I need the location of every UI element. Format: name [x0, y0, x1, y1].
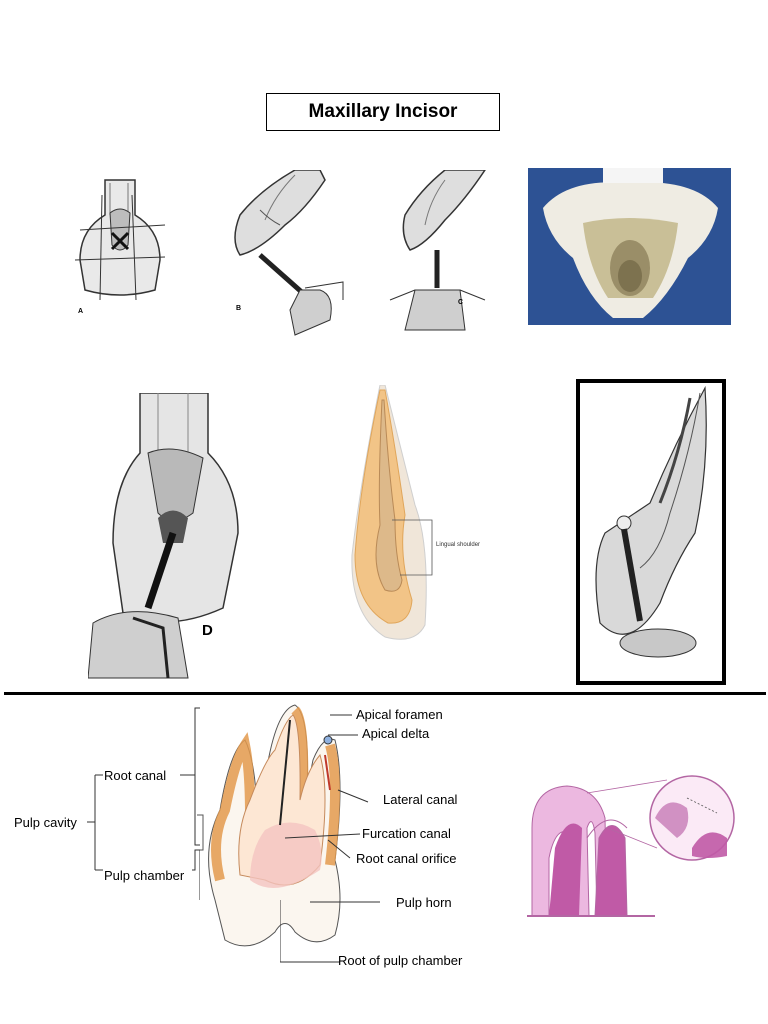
anatomy-leader-lines: [280, 714, 380, 963]
label-lateral-canal: Lateral canal: [383, 792, 458, 807]
figure-d-access-preparation: [88, 393, 239, 679]
figure-c-letter: C: [458, 299, 464, 306]
label-root-canal-orifice: Root canal orifice: [356, 851, 457, 866]
canal-magnification-diagram: [527, 775, 735, 917]
lingual-shoulder-label: Lingual shoulder: [436, 542, 481, 548]
pulp-cavity-brackets: [87, 707, 200, 900]
figure-a-letter: A: [78, 308, 84, 315]
label-furcation-canal: Furcation canal: [362, 826, 451, 841]
pulp-anatomy-diagram: [197, 704, 341, 947]
figure-b-bur-entry: [234, 170, 344, 336]
page-title: Maxillary Incisor: [266, 93, 500, 131]
label-pulp-horn: Pulp horn: [396, 895, 452, 910]
figure-d-letter: D: [202, 622, 213, 639]
figure-a-access-outline: [74, 179, 166, 301]
label-root-of-pulp-chamber: Root of pulp chamber: [338, 953, 463, 968]
section-divider: [4, 692, 766, 695]
lingual-shoulder-section: [351, 385, 433, 640]
label-apical-foramen: Apical foramen: [356, 707, 443, 722]
figure-c-bur-vertical: [389, 170, 486, 331]
label-pulp-chamber: Pulp chamber: [104, 868, 185, 883]
label-apical-delta: Apical delta: [362, 726, 430, 741]
access-cavity-photo: [528, 168, 731, 325]
label-pulp-cavity: Pulp cavity: [14, 815, 77, 830]
framed-incisor-sketch: [576, 379, 726, 685]
label-root-canal: Root canal: [104, 768, 167, 783]
figure-b-letter: B: [236, 305, 242, 312]
